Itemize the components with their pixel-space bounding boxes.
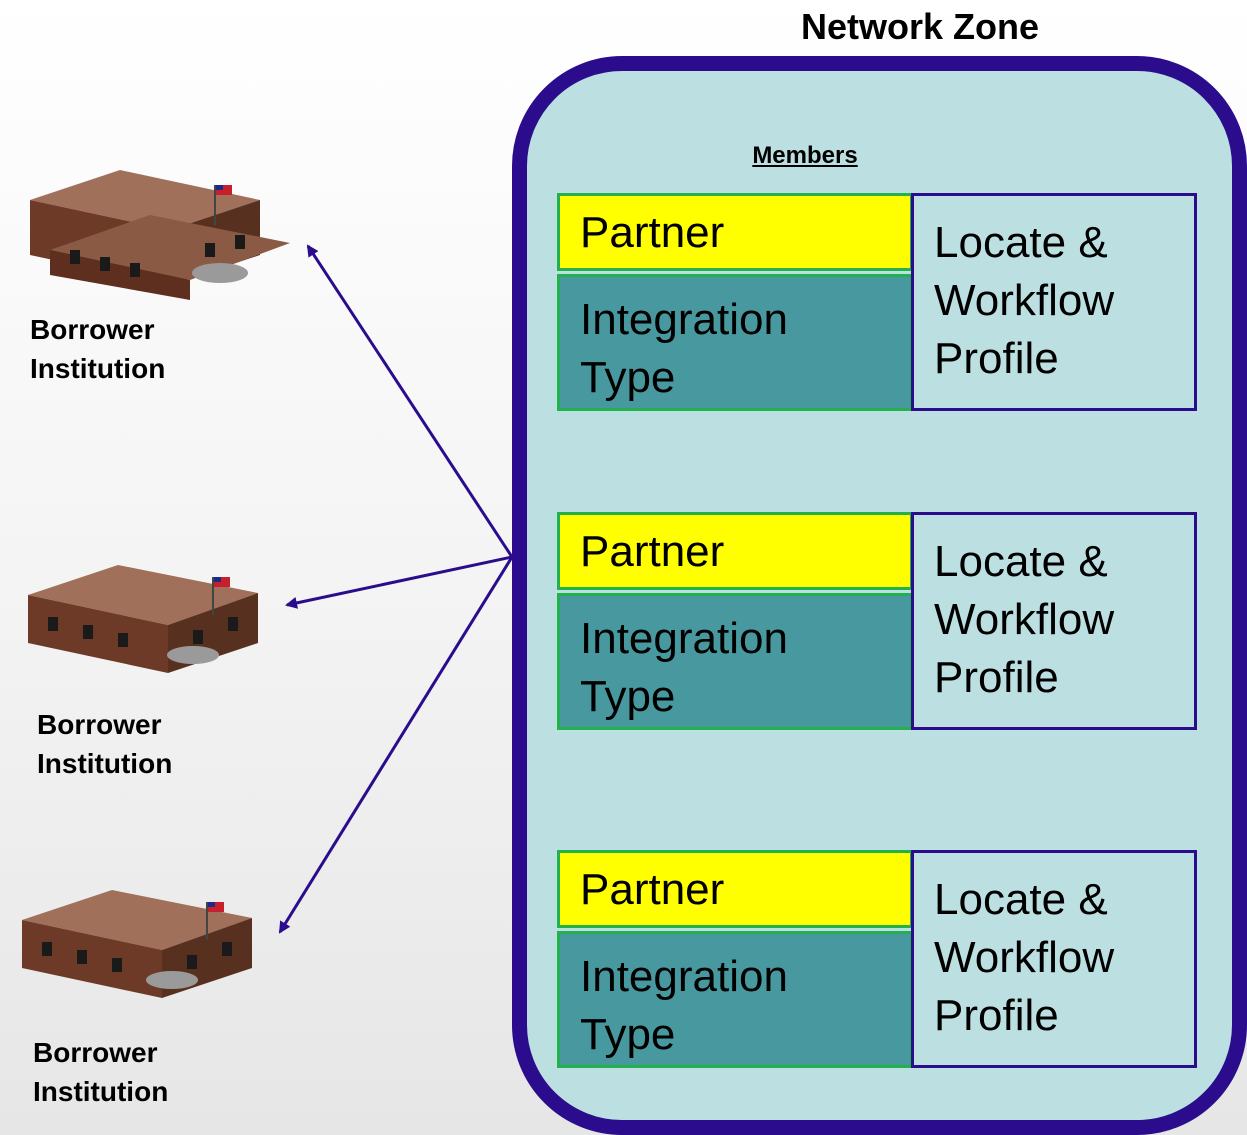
member-card: Partner Integration Type Locate & Workfl… [557,850,1197,1068]
integration-line: Type [580,1010,676,1059]
locate-workflow-profile-box: Locate & Workflow Profile [911,512,1197,730]
borrower-institution-label: Borrower Institution [37,705,172,783]
profile-line: Profile [934,653,1059,702]
profile-line: Locate & [934,537,1108,586]
borrower-institution-label: Borrower Institution [33,1033,168,1111]
integration-line: Type [580,672,676,721]
members-label: Members [752,142,858,169]
library-building-icon [28,565,258,673]
label-line: Institution [37,748,173,779]
profile-line: Profile [934,991,1059,1040]
library-building-icon [30,170,290,300]
profile-line: Workflow [934,933,1115,982]
locate-workflow-profile-box: Locate & Workflow Profile [911,193,1197,411]
integration-line: Integration [580,295,788,344]
label-line: Institution [30,353,166,384]
partner-box: Partner [557,512,913,590]
locate-workflow-profile-box: Locate & Workflow Profile [911,850,1197,1068]
profile-line: Workflow [934,276,1115,325]
profile-line: Locate & [934,218,1108,267]
profile-line: Profile [934,334,1059,383]
member-card: Partner Integration Type Locate & Workfl… [557,512,1197,730]
label-line: Borrower [33,1037,158,1068]
arrow-to-institution-3 [278,556,514,934]
library-building-icon [22,890,252,998]
integration-type-box: Integration Type [557,274,913,411]
integration-type-box: Integration Type [557,593,913,730]
member-card: Partner Integration Type Locate & Workfl… [557,193,1197,411]
label-line: Borrower [37,709,162,740]
partner-box: Partner [557,193,913,271]
label-line: Borrower [30,314,155,345]
profile-line: Workflow [934,595,1115,644]
integration-line: Type [580,353,676,402]
integration-line: Integration [580,952,788,1001]
profile-line: Locate & [934,875,1108,924]
arrow-to-institution-1 [306,244,514,558]
borrower-institution-label: Borrower Institution [30,310,165,388]
label-line: Institution [33,1076,169,1107]
integration-line: Integration [580,614,788,663]
network-zone-title: Network Zone [800,6,1040,47]
partner-box: Partner [557,850,913,928]
arrow-to-institution-2 [285,555,513,609]
integration-type-box: Integration Type [557,931,913,1068]
